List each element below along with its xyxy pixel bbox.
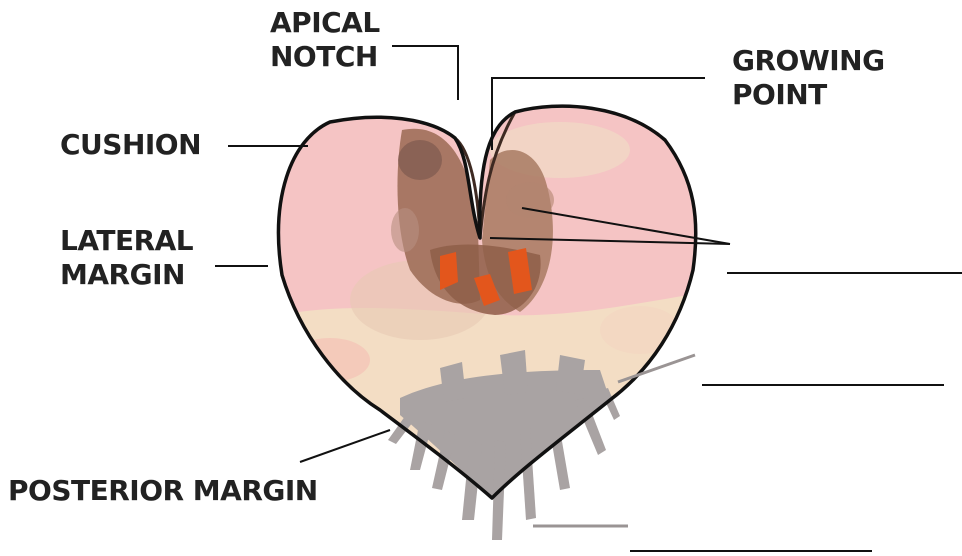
label-lateral-margin: LATERAL MARGIN	[60, 224, 193, 292]
label-apical-notch-line2: NOTCH	[270, 40, 380, 74]
leader-posterior-margin	[300, 430, 390, 462]
label-lateral-margin-line2: MARGIN	[60, 258, 193, 292]
label-growing-point: GROWING POINT	[732, 44, 885, 112]
answer-blank-2[interactable]	[702, 384, 944, 386]
label-apical-notch-line1: APICAL	[270, 6, 380, 40]
label-apical-notch: APICAL NOTCH	[270, 6, 380, 74]
leader-apical-notch	[392, 46, 458, 100]
label-growing-point-line1: GROWING	[732, 44, 885, 78]
label-lateral-margin-line1: LATERAL	[60, 224, 193, 258]
answer-blank-1[interactable]	[727, 272, 962, 274]
label-growing-point-line2: POINT	[732, 78, 885, 112]
answer-blank-3[interactable]	[630, 550, 872, 552]
label-posterior-margin: POSTERIOR MARGIN	[8, 474, 318, 508]
label-cushion: CUSHION	[60, 128, 201, 162]
